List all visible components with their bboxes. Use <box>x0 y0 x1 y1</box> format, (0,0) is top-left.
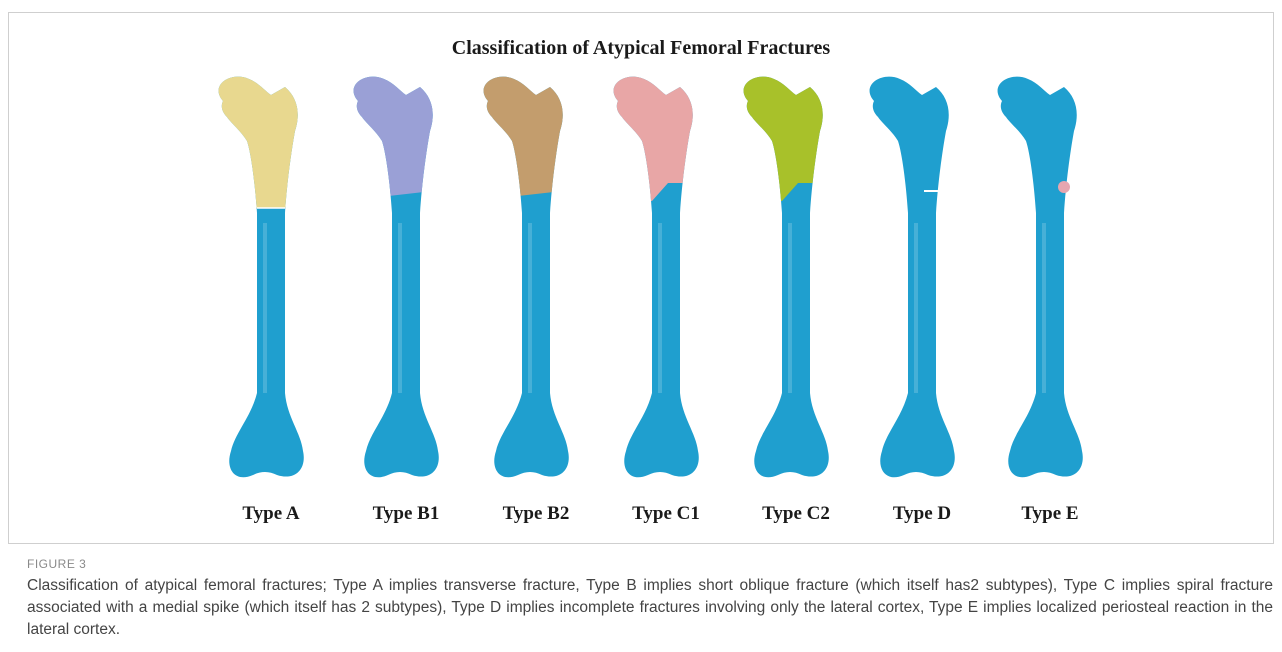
femur-type-d <box>870 77 955 478</box>
label-type-a: Type A <box>206 503 336 525</box>
label-type-d: Type D <box>857 503 987 525</box>
label-type-c1: Type C1 <box>601 503 731 525</box>
periosteal-reaction <box>1058 181 1070 193</box>
bones-illustration <box>9 13 1275 545</box>
femur-proximal-fragment <box>191 53 351 208</box>
femur-proximal-fragment <box>326 53 486 203</box>
femur-type-b1 <box>326 53 486 477</box>
femur-shaft <box>998 77 1083 478</box>
figure-frame: Classification of Atypical Femoral Fract… <box>8 12 1274 544</box>
femur-type-c1 <box>586 53 746 477</box>
label-type-c2: Type C2 <box>731 503 861 525</box>
femur-type-e <box>998 77 1083 478</box>
femur-type-c2 <box>716 53 876 477</box>
figure-caption: Classification of atypical femoral fract… <box>27 575 1273 641</box>
femur-type-b2 <box>456 53 616 477</box>
femur-proximal-fragment <box>586 53 746 201</box>
femur-type-a <box>191 53 351 477</box>
label-type-e: Type E <box>985 503 1115 525</box>
label-type-b1: Type B1 <box>341 503 471 525</box>
label-type-b2: Type B2 <box>471 503 601 525</box>
femur-proximal-fragment <box>456 53 616 203</box>
femur-shaft <box>870 77 955 478</box>
figure-number: FIGURE 3 <box>27 557 86 571</box>
femur-proximal-fragment <box>716 53 876 201</box>
